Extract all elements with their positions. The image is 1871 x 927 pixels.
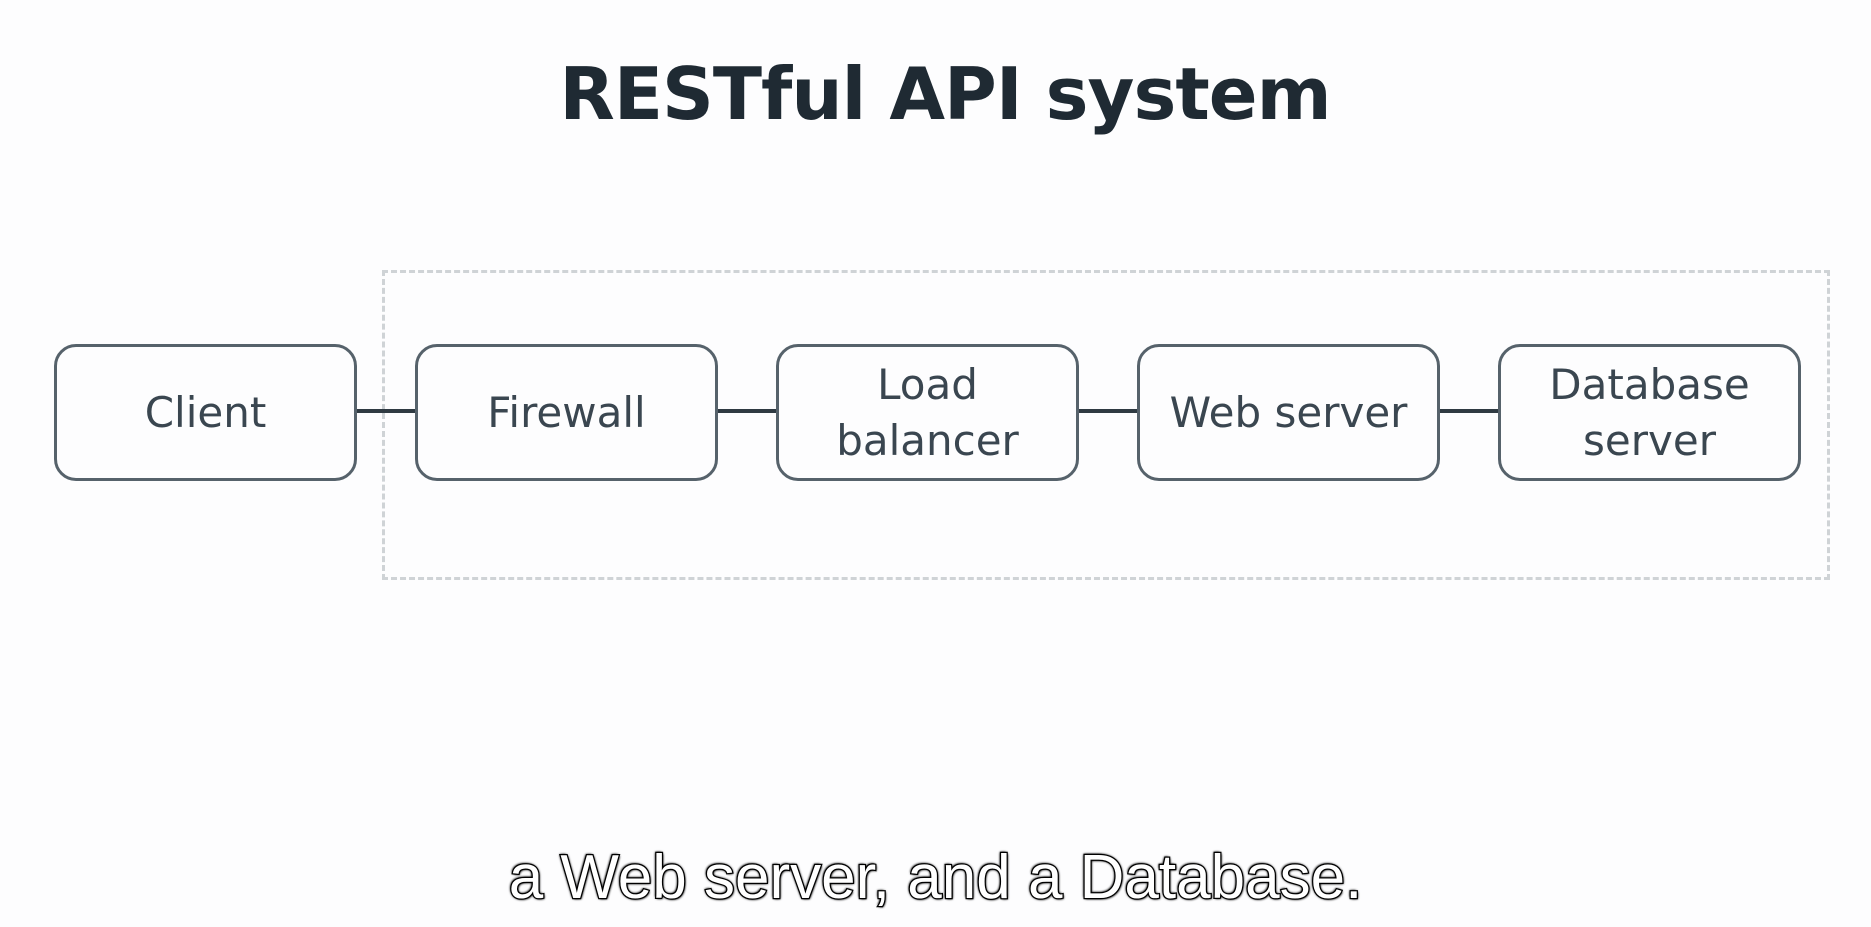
node-web-server: Web server	[1137, 344, 1440, 481]
node-firewall-label: Firewall	[487, 387, 646, 437]
node-database-server: Database server	[1498, 344, 1801, 481]
connector-client-firewall	[357, 409, 415, 413]
node-database-server-label: Database server	[1549, 359, 1750, 465]
api-system-boundary	[382, 270, 1830, 580]
node-load-balancer-label: Load balancer	[836, 359, 1019, 465]
node-client: Client	[54, 344, 357, 481]
subtitle-caption: a Web server, and a Database.	[507, 842, 1363, 914]
node-web-server-label: Web server	[1169, 387, 1408, 437]
diagram-title: RESTful API system	[559, 52, 1331, 136]
node-firewall: Firewall	[415, 344, 718, 481]
node-load-balancer: Load balancer	[776, 344, 1079, 481]
connector-firewall-load-balancer	[718, 409, 776, 413]
connector-web-server-database-server	[1440, 409, 1498, 413]
node-client-label: Client	[144, 387, 267, 437]
connector-load-balancer-web-server	[1079, 409, 1137, 413]
